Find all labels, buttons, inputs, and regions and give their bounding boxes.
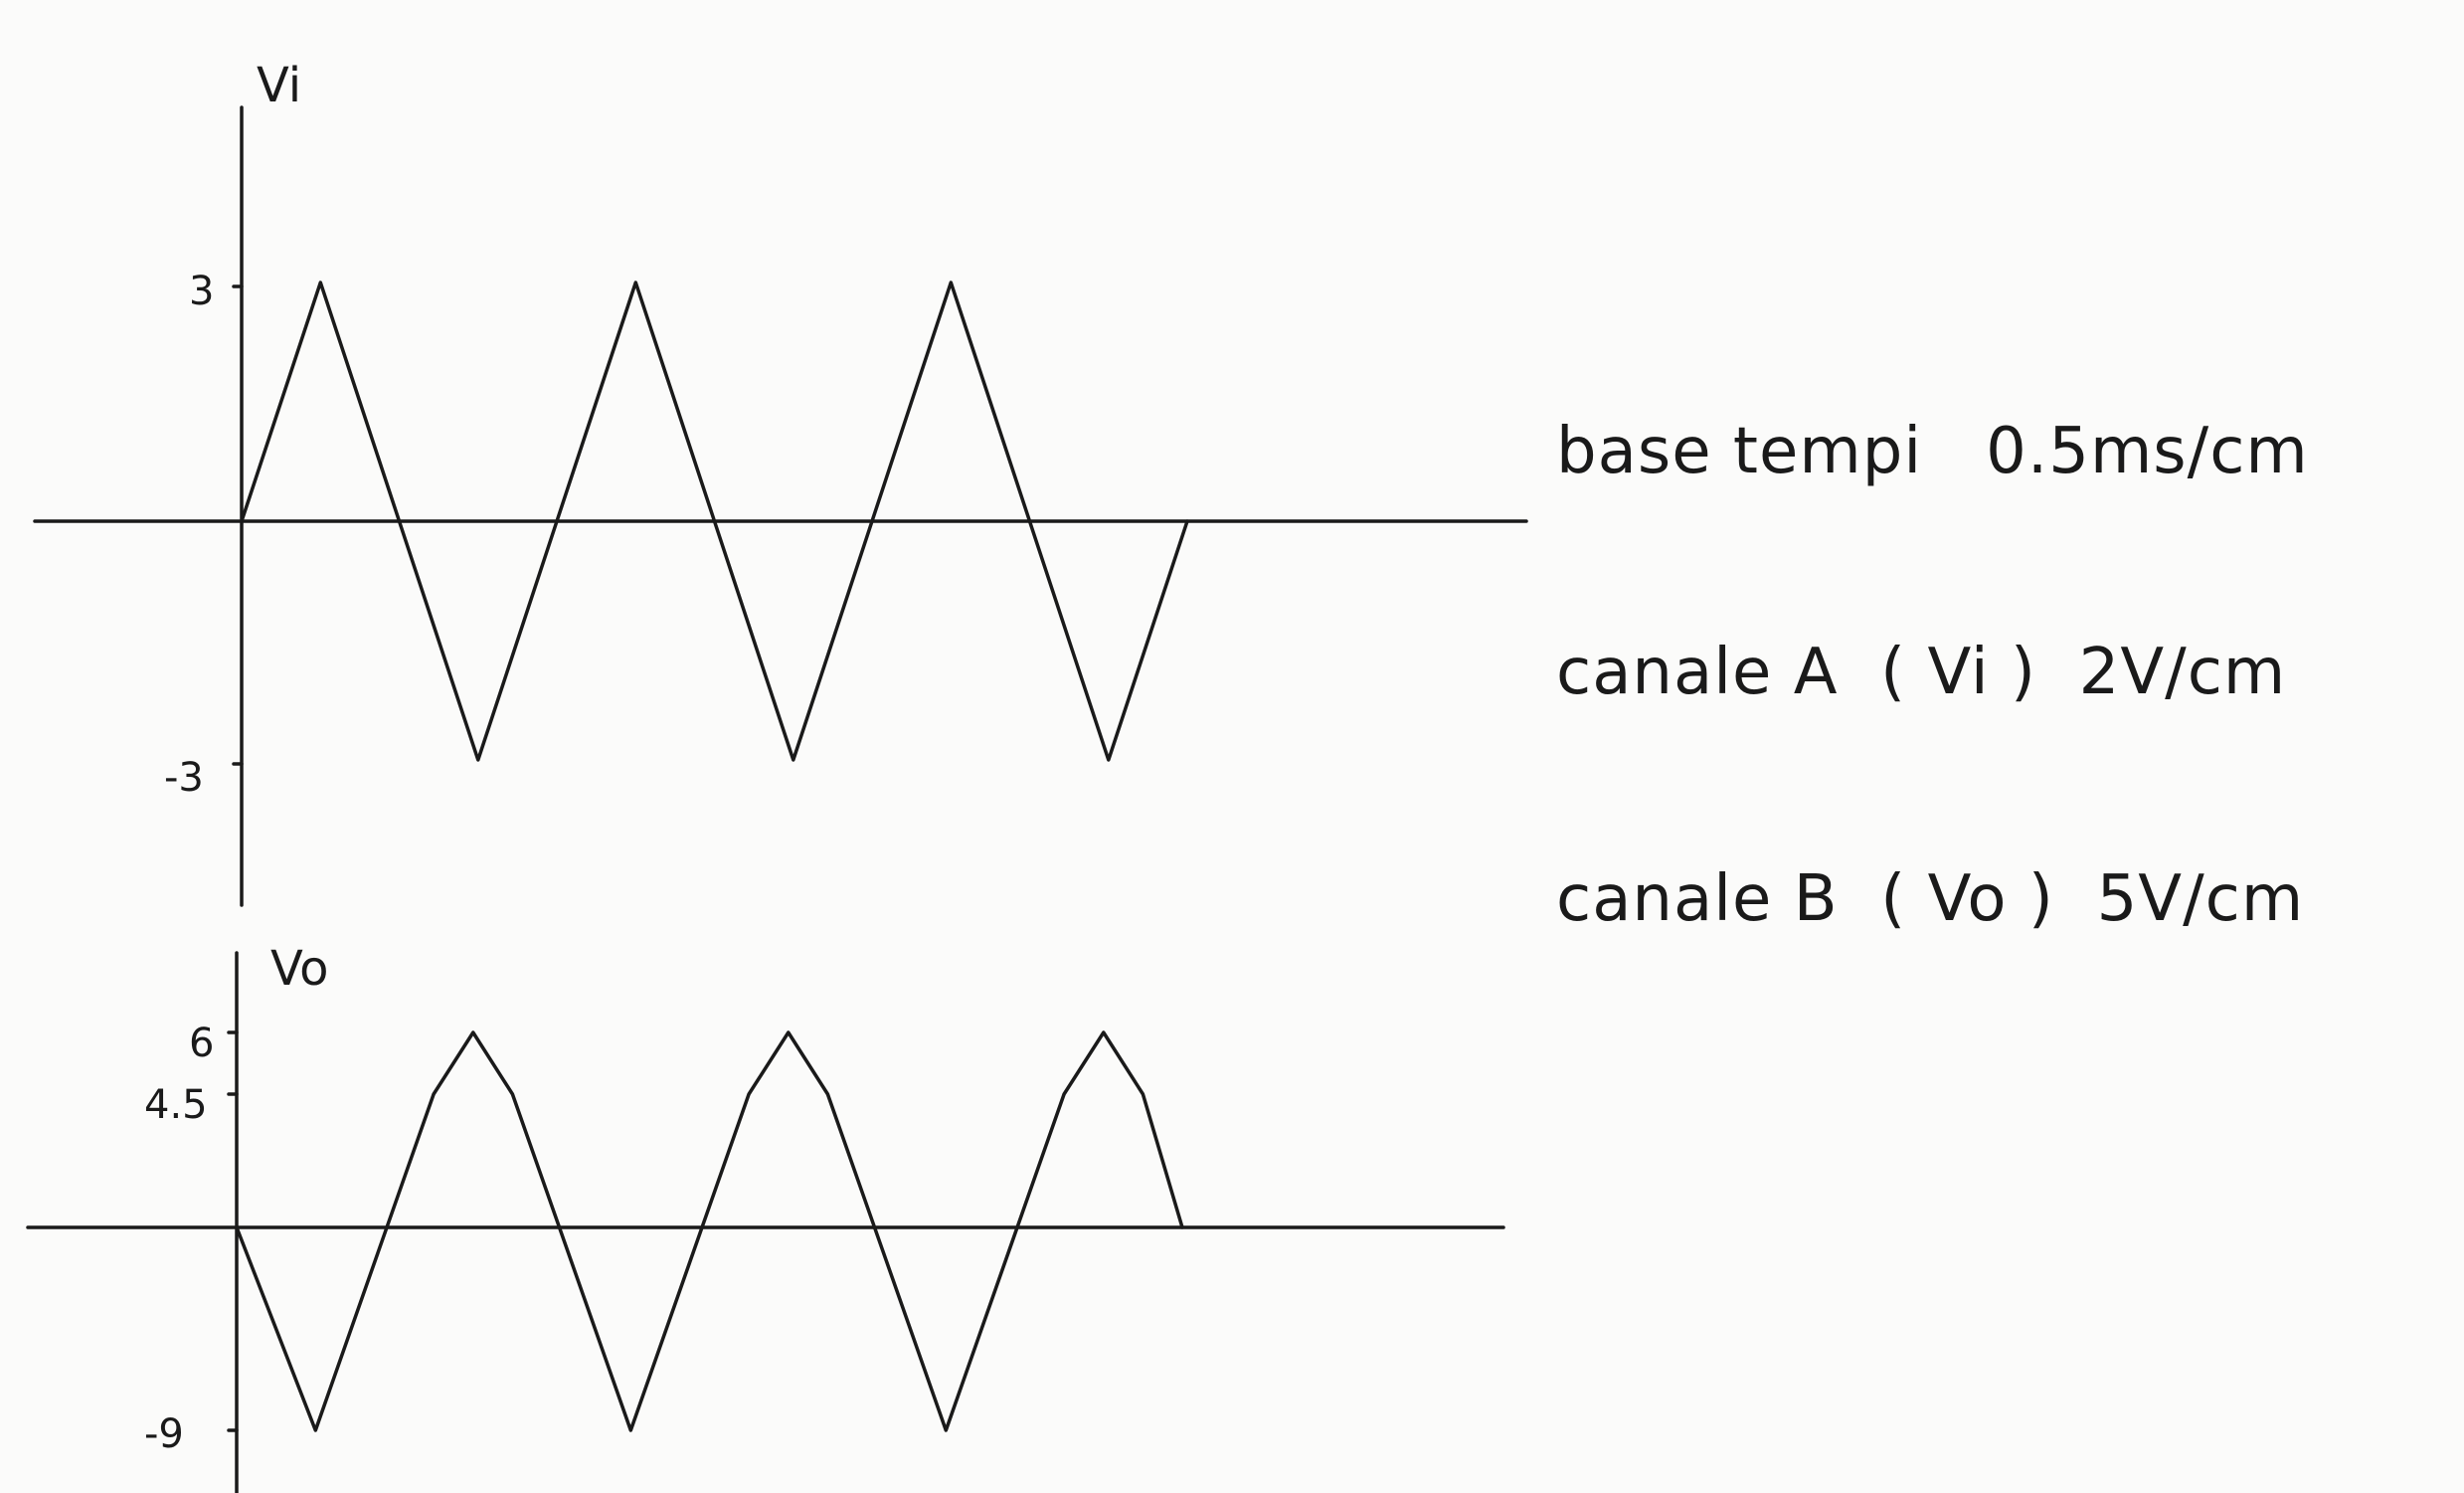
channel-a-setting: canale A ( Vi ) 2V/cm bbox=[1556, 636, 2286, 709]
output-waveform bbox=[235, 1030, 1184, 1432]
output-axis-label: Vo bbox=[270, 941, 328, 997]
channel-b-setting: canale B ( Vo ) 5V/cm bbox=[1556, 862, 2304, 936]
input-tick-label-3: 3 bbox=[189, 269, 214, 314]
input-tick-label-minus3: -3 bbox=[164, 755, 204, 801]
output-tick-label-6: 6 bbox=[189, 1021, 214, 1066]
timebase-setting: base tempi 0.5ms/cm bbox=[1556, 415, 2309, 488]
output-tick-label-minus9: -9 bbox=[144, 1411, 184, 1457]
scope-settings: base tempi 0.5ms/cm canale A ( Vi ) 2V/c… bbox=[1556, 415, 2309, 936]
input-graph: Vi 3 -3 bbox=[33, 58, 1528, 907]
input-axis-label: Vi bbox=[257, 58, 301, 113]
output-tick-label-4-5: 4.5 bbox=[144, 1082, 208, 1128]
output-graph: Vo 6 4.5 -9 bbox=[26, 941, 1505, 1493]
input-waveform bbox=[240, 280, 1189, 762]
